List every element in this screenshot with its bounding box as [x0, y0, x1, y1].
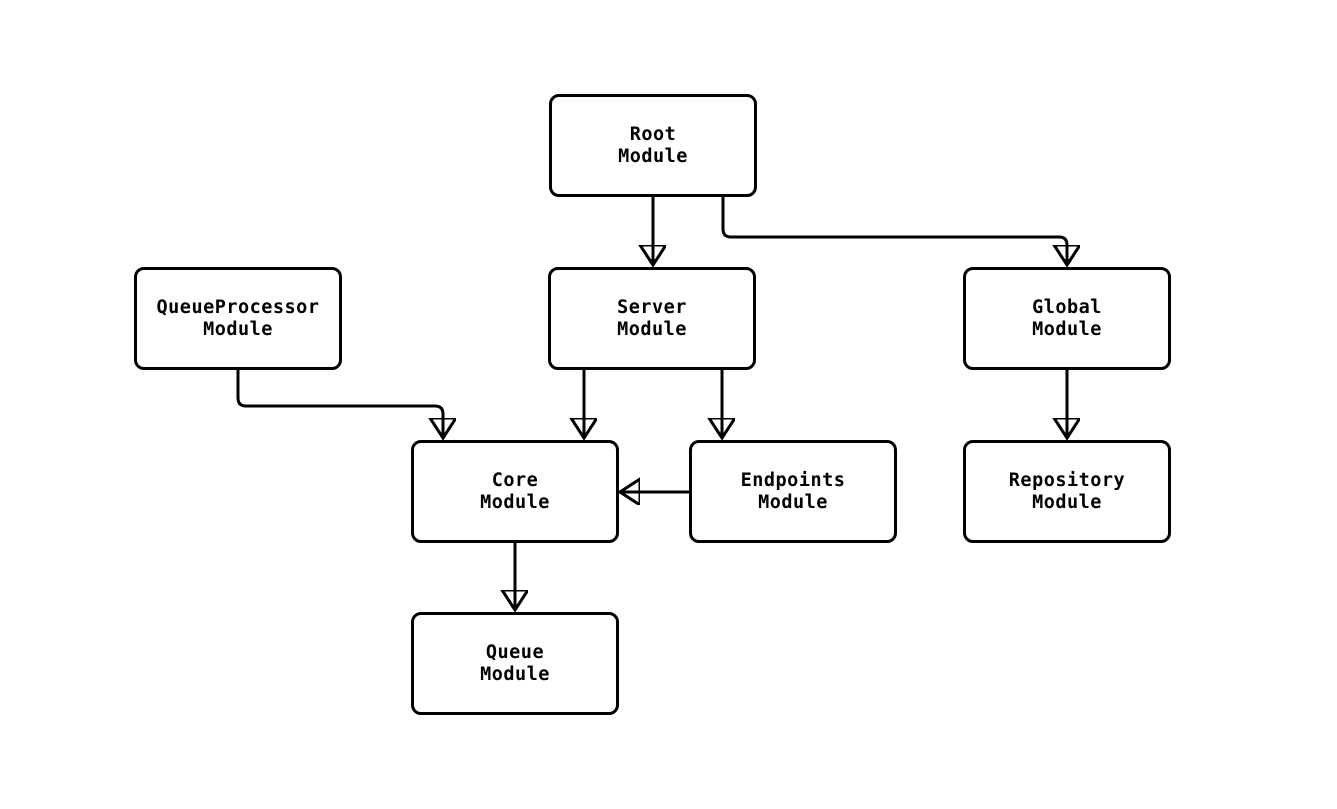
edge-queueprocessor-to-core-arrow	[236, 369, 443, 437]
node-core-module: Core Module	[411, 440, 619, 543]
node-queueprocessor-module-label: QueueProcessor Module	[156, 296, 320, 340]
node-queue-module: Queue Module	[411, 612, 619, 715]
node-queue-module-label: Queue Module	[480, 641, 550, 685]
node-root-module-label: Root Module	[618, 123, 688, 167]
node-endpoints-module-label: Endpoints Module	[740, 469, 846, 513]
node-repository-module-label: Repository Module	[1008, 469, 1126, 513]
node-server-module: Server Module	[548, 267, 756, 370]
node-server-module-label: Server Module	[617, 296, 687, 340]
edge-root-to-global-arrow	[721, 197, 1067, 264]
node-core-module-label: Core Module	[480, 469, 550, 513]
node-queueprocessor-module: QueueProcessor Module	[134, 267, 342, 370]
node-root-module: Root Module	[549, 94, 757, 197]
node-repository-module: Repository Module	[963, 440, 1171, 543]
node-global-module: Global Module	[963, 267, 1171, 370]
node-endpoints-module: Endpoints Module	[689, 440, 897, 543]
node-global-module-label: Global Module	[1032, 296, 1102, 340]
